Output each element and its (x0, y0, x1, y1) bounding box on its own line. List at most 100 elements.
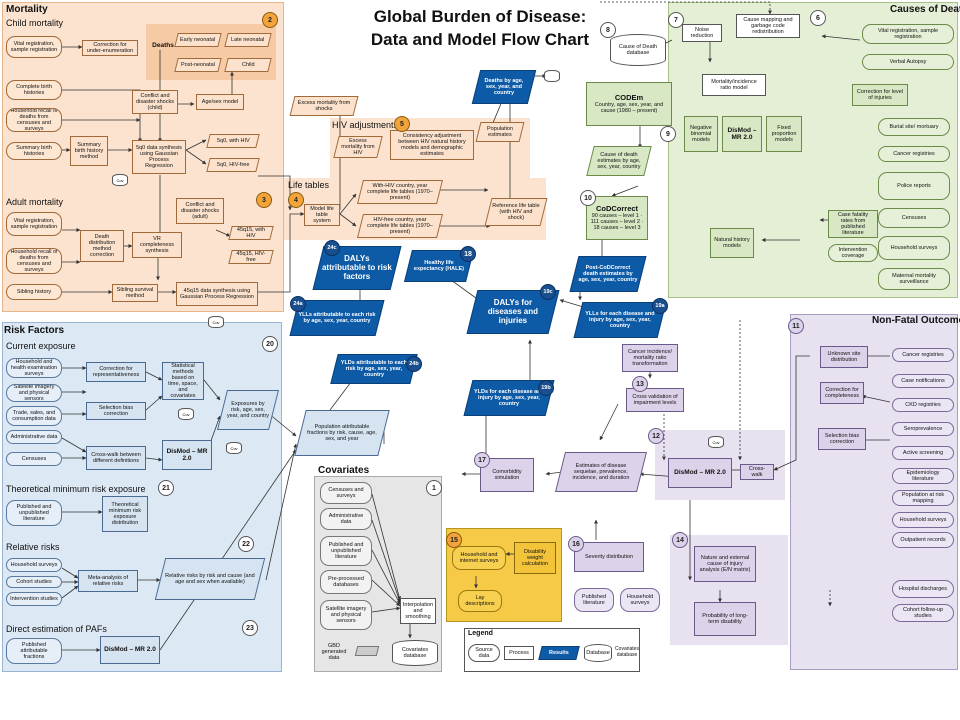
step-8-badge: 8 (600, 22, 616, 38)
cod-estimates-node: Cause of death estimates by age, sex, ye… (586, 146, 652, 176)
cov-database-icon: Cov (112, 174, 128, 186)
dismod-nf-node: DisMod – MR 2.0 (668, 458, 732, 488)
police-reports-node: Police reports (878, 172, 950, 200)
maternal-surveillance-node: Maternal mortality surveillance (878, 268, 950, 290)
trade-sales-node: Trade, sales, and consumption data (6, 406, 62, 426)
with-hiv-life-table-label: With-HIV country, year complete life tab… (367, 182, 433, 202)
crosswalk-rf-node: Cross-walk between different definitions (86, 446, 146, 470)
cov-satellite-node: Satellite imagery and physical sensors (320, 600, 372, 630)
fixed-proportion-node: Fixed proportion models (766, 116, 802, 152)
step-18-badge: 18 (460, 246, 476, 262)
complete-birth-histories-node: Complete birth histories (6, 80, 62, 100)
hospital-discharges-node: Hospital discharges (892, 580, 954, 598)
cov-preprocessed-node: Pre-processed databases (320, 570, 372, 594)
summary-birth-histories-node: Summary birth histories (6, 142, 62, 160)
legend-process: Process (504, 646, 534, 660)
cov-database-icon: Cov (708, 436, 724, 448)
45q15-with-hiv-node: 45q15, with HIV (228, 226, 274, 240)
disability-weight-node: Disability weight calculation (514, 542, 556, 574)
dismod-cod-node: DisMod – MR 2.0 (722, 116, 762, 152)
population-attributable-label: Population attributable fractions by ris… (307, 423, 377, 443)
legend-title: Legend (468, 630, 493, 637)
step-24c-badge: 24c (324, 240, 340, 256)
correction-representativeness-node: Correction for representativeness (86, 362, 146, 382)
intervention-coverage-node: Intervention coverage (828, 244, 878, 262)
current-exposure-title: Current exposure (6, 341, 76, 351)
cov-database-node: Covariates database (392, 640, 438, 666)
step-16-badge: 16 (568, 536, 584, 552)
cancer-incidence-node: Cancer incidence/ mortality ratio transf… (622, 344, 678, 372)
45q15-with-hiv-label: 45q15, with HIV (236, 226, 266, 239)
late-neonatal-label: Late neonatal (231, 36, 265, 43)
excess-mortality-shocks-label: Excess mortality from shocks (297, 99, 351, 112)
cohort-followup-node: Cohort follow-up studies (892, 604, 954, 622)
household-recall-deaths-node: Household recall of deaths from censuses… (6, 108, 62, 132)
cov-database-icon: Cov (178, 408, 194, 420)
probability-disability-node: Probability of long-term disability (694, 602, 756, 636)
satellite-imagery-node: Satellite imagery and physical sensors (6, 384, 62, 402)
pub-unpub-tmre-node: Published and unpublished literature (6, 500, 62, 526)
outpatient-records-node: Outpatient records (892, 532, 954, 548)
45q15-synthesis-node: 45q15 data synthesis using Gaussian Proc… (176, 282, 258, 306)
cov-admin-node: Administrative data (320, 508, 372, 530)
cov-censuses-node: Censuses and surveys (320, 482, 372, 504)
cancer-registries-nf-node: Cancer registries (892, 348, 954, 362)
severity-distribution-node: Severity distribution (574, 542, 644, 572)
published-paf-node: Published attributable fractions (6, 638, 62, 664)
step-6-badge: 6 (810, 10, 826, 26)
pop-risk-mapping-node: Population at risk mapping (892, 490, 954, 506)
household-surveys-nf-node: Household surveys (892, 512, 954, 528)
5q0-synthesis-node: 5q0 data synthesis using Gaussian Proces… (132, 140, 186, 174)
selection-bias-nf-node: Selection bias correction (818, 428, 866, 450)
step-24b-badge: 24b (406, 356, 422, 372)
conflict-adult-node: Conflict and disaster shocks (adult) (176, 198, 224, 224)
cov-database-icon: Cov (226, 442, 242, 454)
cause-mapping-node: Cause mapping and garbage code redistrib… (736, 14, 800, 38)
codcorrect-subtitle: 90 causes – level 1 · 111 causes – level… (590, 212, 644, 232)
vital-registration-cod-node: Vital registration, sample registration (862, 24, 954, 44)
codem-subtitle: Country, age, sex, year, and cause (1980… (594, 102, 664, 115)
step-13-badge: 13 (632, 376, 648, 392)
estimates-disease-label: Estimates of disease sequelae, prevalenc… (572, 462, 630, 482)
post-codcorrect-label: Post-CoDCorrect death estimates by age, … (578, 264, 638, 284)
codcorrect-title: CoDCorrect (595, 203, 639, 213)
codem-title: CODEm (614, 92, 644, 102)
post-neonatal-node: Post-neonatal (174, 58, 222, 72)
dalys-diseases-label: DALYs for diseases and injuries (487, 297, 539, 325)
legend-results: Results (538, 646, 580, 660)
active-screening-node: Active screening (892, 446, 954, 460)
5q0-hiv-free-label: 5q0, HIV-free (216, 161, 250, 168)
mi-ratio-node: Mortality/incidence ratio model (702, 74, 766, 96)
hiv-free-life-table-node: HIV-free country, year complete life tab… (357, 214, 443, 238)
ckd-registries-node: CKD registries (892, 398, 954, 412)
chart-title: Global Burden of Disease: Data and Model… (350, 6, 610, 52)
legend-source-data: Source data (468, 644, 500, 662)
5q0-hiv-free-node: 5q0, HIV-free (206, 158, 260, 172)
cov-published-node: Published and unpublished literature (320, 536, 372, 566)
cod-estimates-label: Cause of death estimates by age, sex, ye… (597, 151, 641, 171)
sibling-history-node: Sibling history (6, 284, 62, 300)
relative-risks-label: Relative risks by risk and cause (and ag… (165, 572, 255, 585)
step-19c-badge: 19c (540, 284, 556, 300)
step-23-badge: 23 (242, 620, 258, 636)
deaths-label: Deaths (152, 42, 174, 50)
legend-results-label: Results (549, 649, 569, 656)
codem-node: CODEm Country, age, sex, year, and cause… (586, 82, 672, 126)
45q15-hiv-free-label: 45q15, HIV-free (236, 250, 266, 263)
mortality-title: Mortality (6, 4, 48, 15)
step-20-badge: 20 (262, 336, 278, 352)
seroprevalence-node: Seroprevalence (892, 422, 954, 436)
household-surveys-sev-node: Household surveys (620, 588, 660, 612)
cancer-registries-cod-node: Cancer registries (878, 146, 950, 162)
life-tables-title: Life tables (288, 180, 330, 190)
hiv-free-life-table-label: HIV-free country, year complete life tab… (367, 216, 433, 236)
45q15-hiv-free-node: 45q15, HIV-free (228, 250, 274, 264)
codcorrect-node: CoDCorrect 90 causes – level 1 · 111 cau… (586, 196, 648, 240)
ylls-risk-label: YLLs attributable to each risk by age, s… (298, 311, 376, 324)
title-line-2: Data and Model Flow Chart (370, 29, 590, 49)
step-14-badge: 14 (672, 532, 688, 548)
database-icon (544, 70, 560, 82)
unknown-site-node: Unknown site distribution (820, 346, 868, 368)
child-node: Child (224, 58, 272, 72)
late-neonatal-node: Late neonatal (224, 33, 272, 47)
